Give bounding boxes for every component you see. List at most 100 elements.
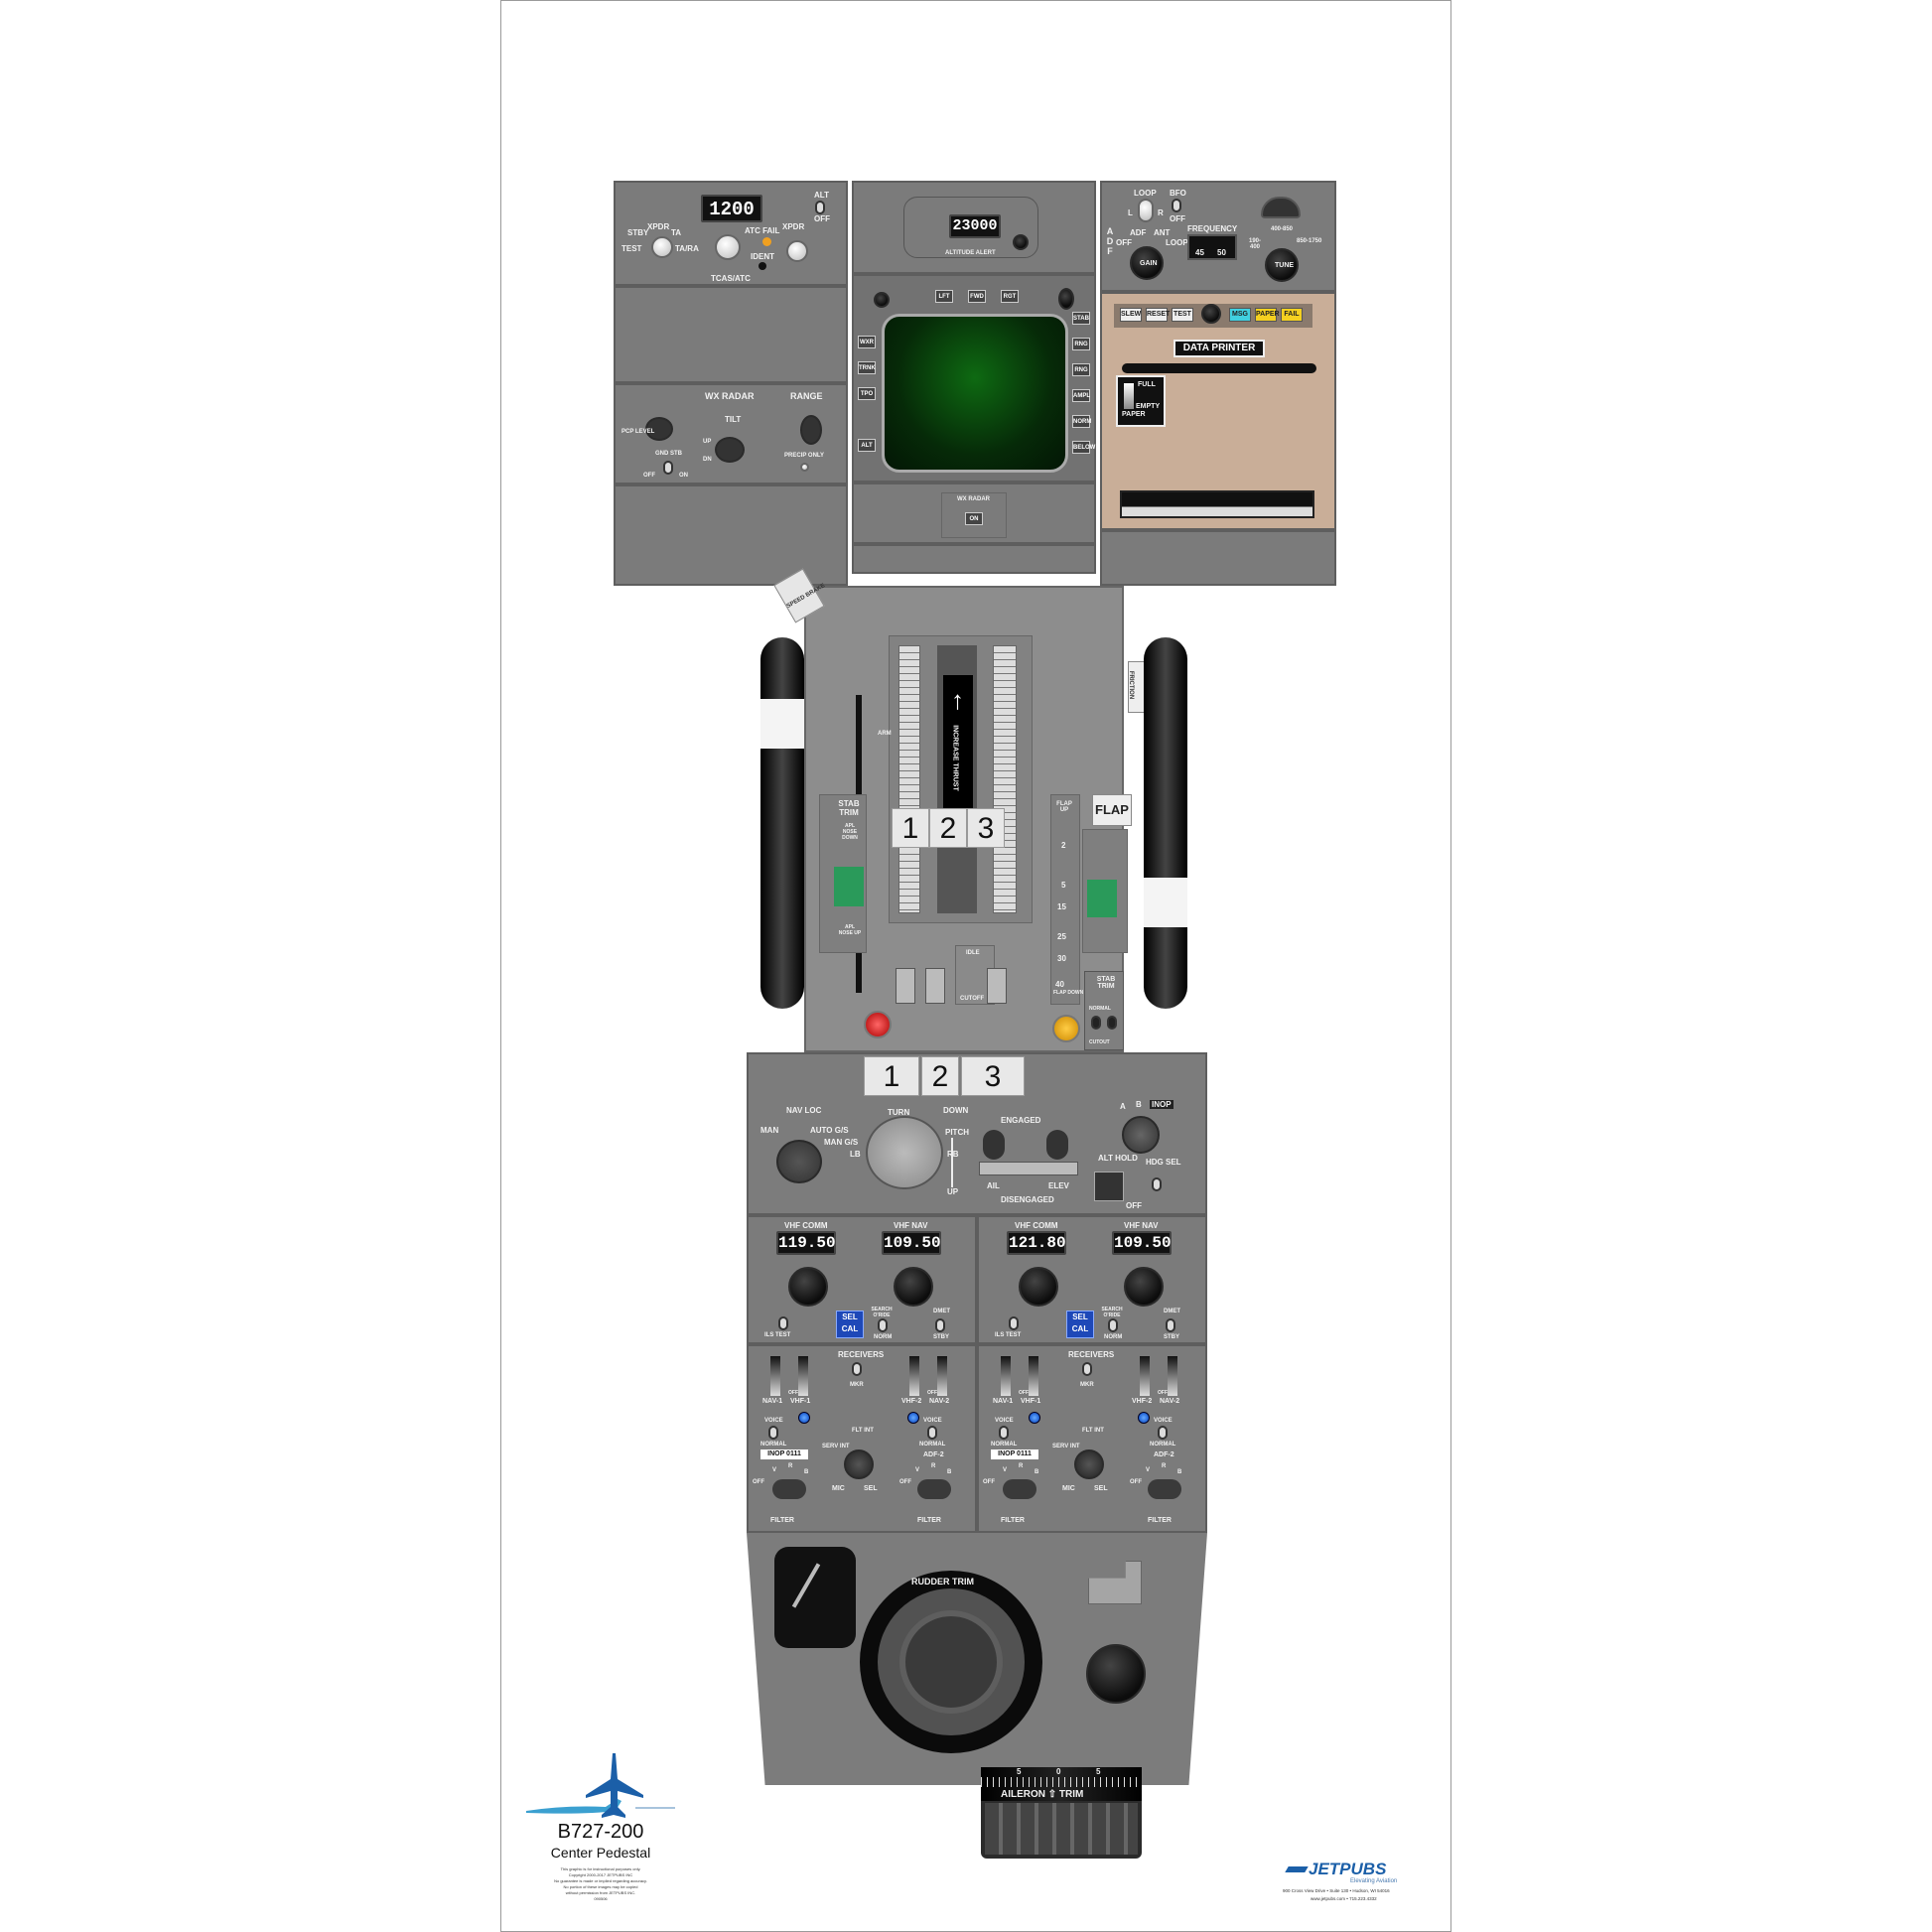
voice-switch-right[interactable] — [1158, 1426, 1168, 1440]
slew-button[interactable]: SLEW — [1120, 308, 1142, 322]
filter-knob-left[interactable] — [772, 1479, 806, 1499]
filter-knob-right[interactable] — [917, 1479, 951, 1499]
stab-trim-switch-auto[interactable] — [1107, 1016, 1117, 1030]
alt-button[interactable]: ALT — [858, 439, 876, 452]
below-button[interactable]: BELOW — [1072, 441, 1095, 454]
adf-gain-knob[interactable]: GAIN — [1130, 246, 1164, 280]
filter-knob-left[interactable] — [1003, 1479, 1036, 1499]
fuel-cutoff-lever-2[interactable] — [925, 968, 945, 1004]
nav-2-volume[interactable] — [1168, 1356, 1177, 1396]
vhf-nav-tuning-knob[interactable] — [894, 1267, 933, 1307]
label: 45 — [1195, 248, 1204, 257]
atc-function-button[interactable] — [715, 234, 741, 260]
norm-button[interactable]: NORM — [1072, 415, 1091, 428]
tilt-knob[interactable] — [715, 437, 745, 463]
elev-engage-lever[interactable] — [1046, 1130, 1068, 1160]
vhf-1-volume[interactable] — [798, 1356, 808, 1396]
ils-test-switch[interactable] — [778, 1316, 788, 1330]
stab-trim-wheel-left[interactable] — [760, 637, 804, 1009]
rudder-trim-knob[interactable]: RUDDER TRIM — [860, 1571, 1042, 1753]
trnk-button[interactable]: TRNK — [858, 361, 876, 374]
flap-lever[interactable]: FLAP — [1092, 794, 1132, 826]
label: FILTER — [1001, 1517, 1025, 1524]
fuel-cutoff-lever-3[interactable] — [987, 968, 1007, 1004]
reset-button[interactable]: RESET — [1146, 308, 1170, 322]
mkr-switch[interactable] — [1082, 1362, 1092, 1376]
stab-trim-switch-main[interactable] — [1091, 1016, 1101, 1030]
voice-switch-right[interactable] — [927, 1426, 937, 1440]
ampl-button[interactable]: AMPL — [1072, 389, 1090, 402]
loop-knob[interactable] — [1138, 199, 1154, 222]
throttle-knob-1[interactable]: 1 — [864, 1056, 919, 1096]
turn-knob[interactable] — [866, 1116, 943, 1189]
gnd-stb-switch[interactable] — [663, 461, 673, 475]
fuel-cutoff-lever-1[interactable] — [896, 968, 915, 1004]
throttle-knob-3[interactable]: 3 — [961, 1056, 1025, 1096]
alt-hold-switch[interactable] — [1094, 1172, 1124, 1201]
selcal-button[interactable]: SEL CAL — [836, 1311, 864, 1338]
parking-brake-handle[interactable] — [774, 1547, 856, 1648]
fwd-button[interactable]: FWD — [968, 290, 986, 303]
printer-knob[interactable] — [1201, 304, 1221, 324]
ident-button[interactable] — [759, 262, 766, 270]
vhf-comm-tuning-knob[interactable] — [1019, 1267, 1058, 1307]
throttle-lever-1[interactable]: 1 — [892, 808, 929, 848]
stab-trim-wheel-right[interactable] — [1144, 637, 1187, 1009]
filter-knob-right[interactable] — [1148, 1479, 1181, 1499]
ail-engage-lever[interactable] — [983, 1130, 1005, 1160]
tpo-button[interactable]: TPO — [858, 387, 876, 400]
xpdr-selector-knob[interactable] — [786, 240, 808, 262]
range-knob[interactable] — [800, 415, 822, 445]
vhf-1-volume[interactable] — [1029, 1356, 1038, 1396]
alt-toggle-switch[interactable] — [815, 201, 825, 214]
adf-tune-knob[interactable]: TUNE — [1265, 248, 1299, 282]
test-button[interactable]: TEST — [1172, 308, 1193, 322]
vhf-nav-tuning-knob[interactable] — [1124, 1267, 1164, 1307]
wx-radar-on-button[interactable]: ON — [965, 512, 983, 525]
vhf-comm-tuning-knob[interactable] — [788, 1267, 828, 1307]
vhf-2-volume[interactable] — [909, 1356, 919, 1396]
throttle-lever-3[interactable]: 3 — [967, 808, 1005, 848]
stab-button[interactable]: STAB — [1072, 312, 1090, 325]
altitude-set-knob[interactable] — [1013, 234, 1029, 250]
wxr-button[interactable]: WXR — [858, 336, 876, 348]
ils-test-switch[interactable] — [1009, 1316, 1019, 1330]
wheel-marking — [1144, 878, 1187, 927]
label: OFF — [814, 214, 830, 223]
mic-selector-knob[interactable] — [844, 1449, 874, 1479]
selcal-button[interactable]: SEL CAL — [1066, 1311, 1094, 1338]
bfo-switch[interactable] — [1172, 199, 1181, 212]
mkr-switch[interactable] — [852, 1362, 862, 1376]
gain-knob[interactable] — [1058, 288, 1074, 310]
aileron-trim-wheel[interactable]: 5 0 5 AILERON ⇧ TRIM — [981, 1767, 1142, 1859]
mic-selector-knob[interactable] — [1074, 1449, 1104, 1479]
throttle-lever-2[interactable]: 2 — [929, 808, 967, 848]
dmet-switch[interactable] — [1166, 1318, 1175, 1332]
paper-level-indicator — [1124, 383, 1134, 409]
trim-control-knob[interactable] — [1086, 1644, 1146, 1704]
nav-2-volume[interactable] — [937, 1356, 947, 1396]
nav-1-volume[interactable] — [1001, 1356, 1011, 1396]
label: 40 — [1055, 980, 1064, 989]
nav-mode-selector[interactable] — [776, 1140, 822, 1183]
rng-down-button[interactable]: RNG — [1072, 363, 1090, 376]
pcp-level-knob[interactable] — [645, 417, 673, 441]
throttle-knob-2[interactable]: 2 — [921, 1056, 959, 1096]
rng-up-button[interactable]: RNG — [1072, 338, 1090, 350]
label: DMET — [933, 1309, 950, 1314]
search-oride-switch[interactable] — [878, 1318, 888, 1332]
nav-1-volume[interactable] — [770, 1356, 780, 1396]
dmet-switch[interactable] — [935, 1318, 945, 1332]
precip-only-button[interactable] — [800, 463, 809, 472]
autopilot-selector-knob[interactable] — [1122, 1116, 1160, 1154]
rgt-button[interactable]: RGT — [1001, 290, 1019, 303]
voice-switch-left[interactable] — [768, 1426, 778, 1440]
brightness-knob[interactable] — [874, 292, 890, 308]
paper-output-tray — [1120, 490, 1314, 518]
search-oride-switch[interactable] — [1108, 1318, 1118, 1332]
lft-button[interactable]: LFT — [935, 290, 953, 303]
vhf-2-volume[interactable] — [1140, 1356, 1150, 1396]
hdg-sel-switch[interactable] — [1152, 1177, 1162, 1191]
mode-selector-knob[interactable] — [651, 236, 673, 258]
voice-switch-left[interactable] — [999, 1426, 1009, 1440]
